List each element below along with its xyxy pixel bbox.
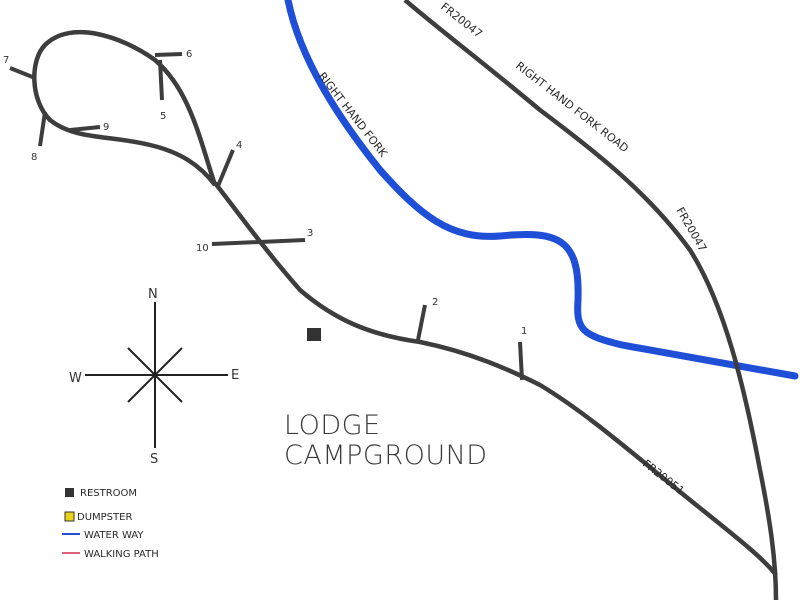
- legend-dumpster-icon: [64, 511, 75, 522]
- road-label-right-hand-fork-road: RIGHT HAND FORK ROAD: [513, 59, 631, 155]
- compass-south: S: [150, 452, 158, 467]
- site-10-label: 10: [196, 243, 209, 254]
- site-4-label: 4: [236, 140, 242, 151]
- waterway-right-hand-fork: [284, 0, 799, 380]
- campsite-spurs: [9, 52, 524, 381]
- site-8-label: 8: [31, 152, 37, 163]
- legend: RESTROOM DUMPSTER WATER WAY WALKING PATH: [62, 488, 159, 560]
- compass-north: N: [148, 287, 158, 302]
- site-7-label: 7: [3, 55, 9, 66]
- legend-waterway-label: WATER WAY: [84, 530, 144, 541]
- site-2-label: 2: [432, 297, 438, 308]
- site-3-label: 3: [307, 228, 313, 239]
- road-fr20051: [213, 181, 778, 577]
- legend-restroom-icon: [65, 488, 74, 497]
- title-line-1: LODGE: [284, 410, 381, 441]
- restroom-marker: [307, 328, 321, 341]
- title-line-2: CAMPGROUND: [284, 440, 488, 471]
- legend-restroom-label: RESTROOM: [80, 488, 137, 499]
- site-1-label: 1: [521, 326, 527, 337]
- legend-walking-path-label: WALKING PATH: [84, 549, 159, 560]
- site-6-label: 6: [186, 49, 192, 60]
- site-9-label: 9: [103, 122, 109, 133]
- site-5-label: 5: [160, 111, 166, 122]
- legend-dumpster-label: DUMPSTER: [77, 512, 132, 523]
- road-label-fr20047-lower: FR20047: [673, 205, 709, 254]
- road-label-fr20051: FR20051: [640, 457, 687, 497]
- road-fr20047: [403, 0, 779, 600]
- compass-rose: [85, 302, 228, 448]
- campground-loop: [32, 29, 218, 187]
- compass-east: E: [231, 368, 239, 383]
- compass-west: W: [69, 371, 82, 386]
- waterway-label: RIGHT HAND FORK: [316, 70, 391, 160]
